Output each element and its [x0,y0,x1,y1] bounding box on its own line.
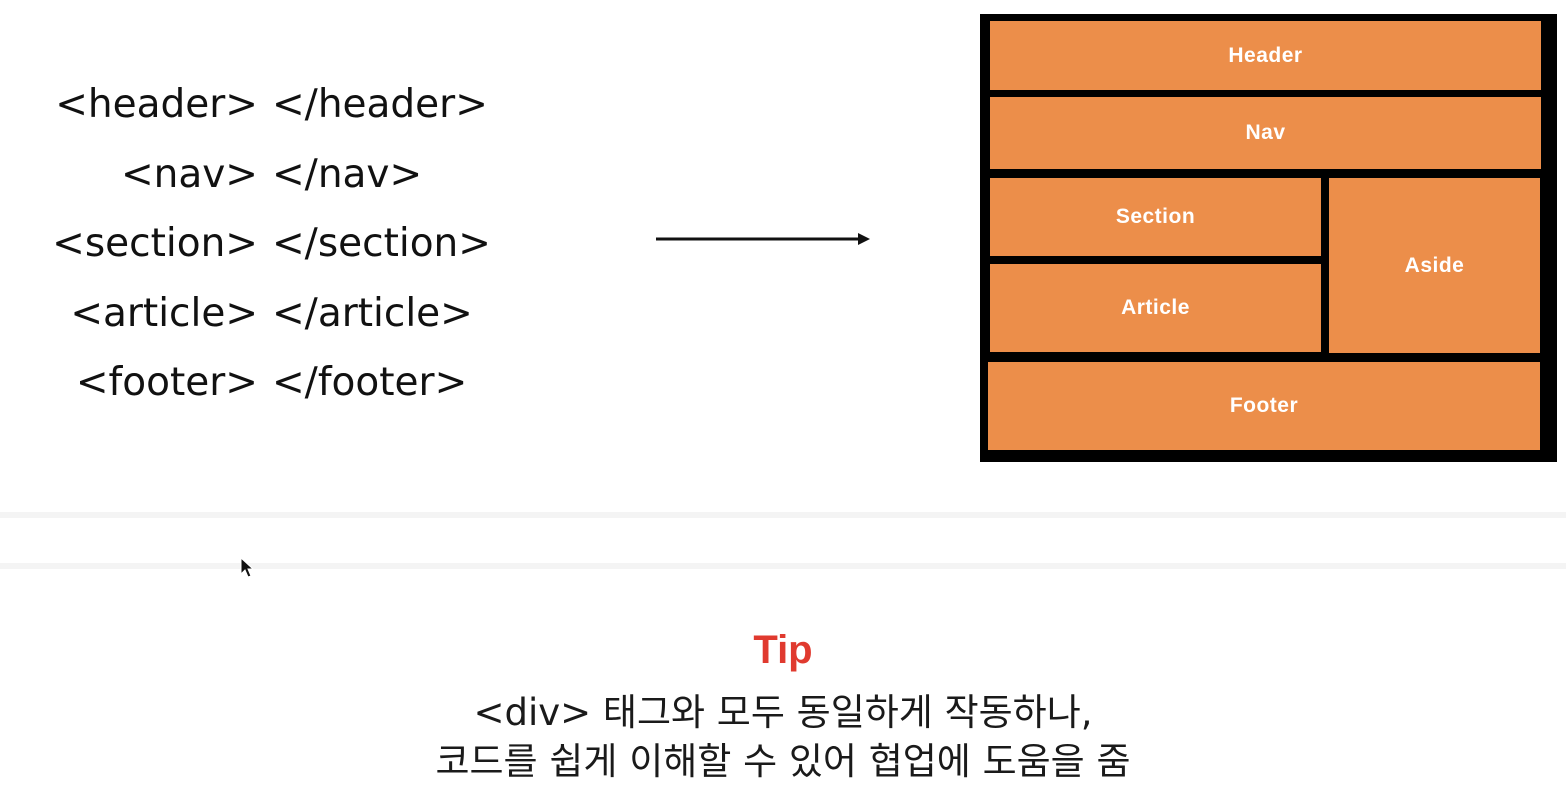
tip-line-2: 코드를 쉽게 이해할 수 있어 협업에 도움을 줌 [435,740,1131,783]
layout-diagram: Header Nav Section Article Aside Footer [980,14,1557,462]
tag-line-section: <section> </section> [0,209,560,279]
right-arrow-icon [656,233,870,245]
layout-block-nav: Nav [990,97,1541,169]
tag-open: <footer> [75,360,258,405]
tag-open: <article> [70,290,258,336]
layout-block-footer: Footer [988,362,1540,450]
divider [0,512,1566,518]
mouse-pointer-icon [240,557,255,578]
tag-close: </footer> [272,360,468,405]
layout-block-aside: Aside [1329,178,1540,353]
tag-open: <header> [55,82,258,127]
tip-line-1: <div> 태그와 모두 동일하게 작동하나, [473,691,1093,734]
tag-close: </header> [272,82,488,127]
tag-line-footer: <footer> </footer> [0,348,560,418]
tag-open: <nav> [120,151,258,197]
tag-line-header: <header> </header> [0,70,560,140]
tag-close: </article> [272,290,473,336]
tag-close: </nav> [272,151,423,197]
layout-block-header: Header [990,21,1541,90]
tag-line-nav: <nav> </nav> [0,140,560,210]
tag-open: <section> [52,221,258,266]
semantic-tag-list: <header> </header> <nav> </nav> <section… [0,70,560,418]
layout-block-section: Section [990,178,1321,256]
layout-block-article: Article [990,264,1321,352]
tag-close: </section> [272,221,491,266]
tip-title: Tip [753,628,813,672]
divider [0,563,1566,569]
tag-line-article: <article> </article> [0,279,560,349]
